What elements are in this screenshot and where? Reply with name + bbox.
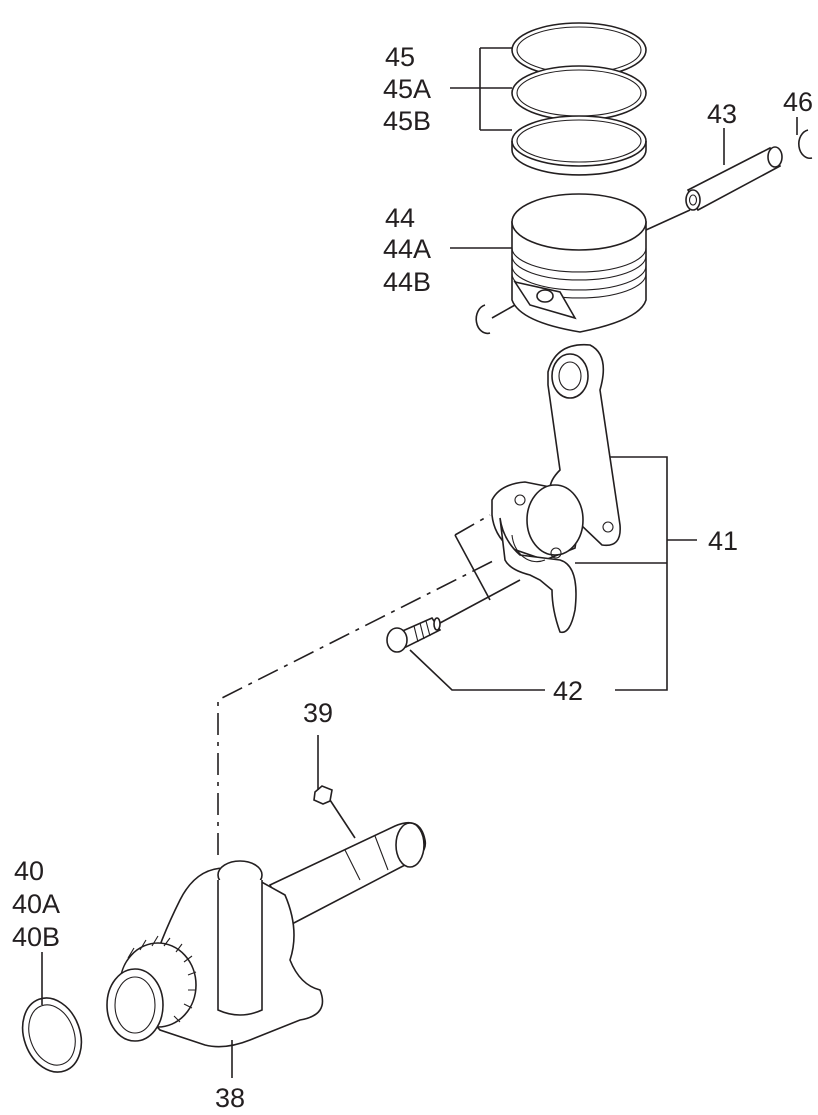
label-45b: 45B	[383, 106, 431, 136]
piston-rings	[511, 22, 647, 176]
piston-pin	[685, 146, 783, 212]
label-40a: 40A	[12, 889, 60, 919]
label-44: 44	[385, 203, 415, 233]
crankshaft	[106, 821, 427, 1048]
label-42: 42	[553, 676, 583, 706]
part-labels: 45 45A 45B 46 43 44 44A 44B 41 42 39 40 …	[12, 42, 813, 1113]
circlip-left	[475, 304, 491, 335]
label-39: 39	[303, 698, 333, 728]
circlip-right	[798, 129, 813, 160]
piston	[511, 193, 647, 333]
label-46: 46	[783, 87, 813, 117]
label-44a: 44A	[383, 234, 431, 264]
label-45: 45	[385, 42, 415, 72]
label-44b: 44B	[383, 267, 431, 297]
label-43: 43	[707, 99, 737, 129]
label-40: 40	[14, 856, 44, 886]
label-41: 41	[708, 526, 738, 556]
connecting-rod-bolt	[386, 616, 442, 653]
thrust-washer	[21, 997, 83, 1073]
label-40b: 40B	[12, 922, 60, 952]
leader-lines	[41, 47, 798, 1078]
key	[313, 785, 333, 805]
connecting-rod	[491, 343, 621, 634]
label-38: 38	[215, 1083, 245, 1113]
label-45a: 45A	[383, 74, 431, 104]
